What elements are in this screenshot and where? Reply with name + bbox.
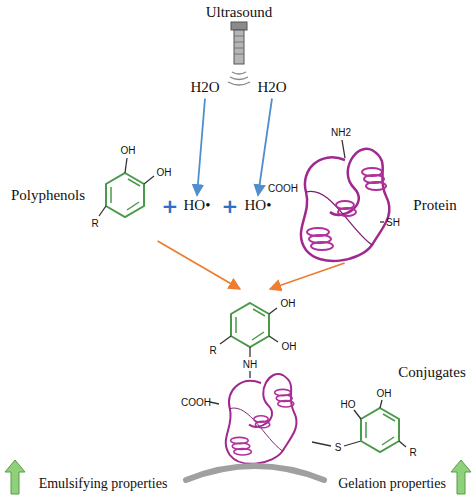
species-node: H2O [187, 79, 223, 98]
chemical-group: COOH [181, 397, 211, 408]
node-label: Polyphenols [11, 187, 85, 204]
node-label: HO• [242, 197, 275, 214]
chemical-group: OH [281, 298, 296, 309]
chemical-group: R [409, 447, 416, 458]
node-label: HO• [181, 197, 214, 214]
chemical-group: HO [341, 399, 356, 410]
chemical-group: OH [121, 145, 136, 156]
chemical-group: SH [386, 217, 400, 228]
text-label: Gelation properties [338, 476, 446, 491]
reaction-arrow [158, 241, 240, 289]
text-label: Emulsifying properties [39, 476, 168, 491]
reaction-arrow [270, 263, 345, 289]
reaction-arrow [197, 99, 205, 196]
chemical-group: OH [377, 388, 392, 399]
species-node: HO• [181, 197, 214, 216]
chemical-group: OH [157, 167, 172, 178]
species-node: H2O [254, 79, 290, 98]
illustrated-node: Polyphenols [4, 150, 164, 240]
chemical-group: NH [243, 359, 257, 370]
chemical-group: R [209, 345, 216, 356]
plus-sign: + [222, 195, 239, 217]
plus-sign: + [162, 195, 179, 217]
illustrated-node: Protein [280, 130, 470, 262]
chemical-group: OH [282, 341, 297, 352]
node-label: H2O [254, 79, 290, 96]
chemical-group: COOH [268, 183, 298, 194]
species-node: HO• [242, 197, 275, 216]
chemical-group: S [335, 442, 342, 453]
node-label: Conjugates [398, 364, 466, 381]
reaction-arrow [258, 99, 272, 196]
node-label: Protein [413, 197, 456, 214]
node-label: H2O [187, 79, 223, 96]
illustrated-node: Conjugates [180, 290, 470, 475]
chemical-group: R [91, 218, 98, 229]
chemical-group: NH2 [331, 127, 351, 138]
text-label: Ultrasound [206, 4, 273, 21]
